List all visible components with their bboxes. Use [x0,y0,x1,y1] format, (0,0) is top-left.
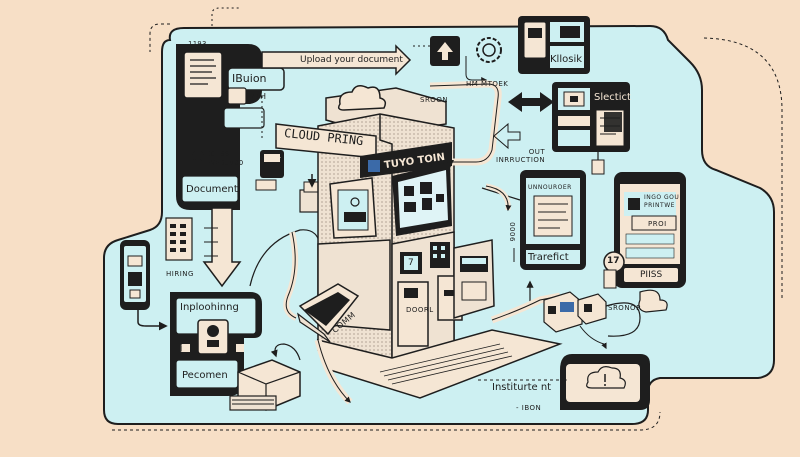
hm-mtoek-label: HM MTOEK [466,80,509,88]
cable-icon [605,302,641,337]
kiosk-number-label: 7 [408,258,415,268]
io-note-label: IO 00 EVEDUVOD [206,150,244,167]
ibon-label: - IBON [516,404,542,412]
upload-banner [261,44,412,76]
dashed-loop-right [703,37,783,300]
phone-button-label: PIISS [640,270,663,280]
slectict-label: Slectict [594,92,631,103]
pecomen-label: Pecomen [182,370,228,381]
gear-icon [476,37,502,63]
sronor-label: SRONOR [608,304,642,312]
check-icon: ☑ [180,344,189,355]
double-arrow [508,92,554,112]
out-instruction-label: OUT INRRUCTION [496,148,546,164]
trarefict-label: Trarefict [528,252,569,263]
devices-cluster [543,291,607,333]
seven-th-label: 7TH [250,92,266,101]
dashed-loop-top [149,23,170,52]
phone-title-label: INGO GOU PRINTWE [644,194,680,209]
number-17-label: 17 [607,256,620,266]
hiring-card [165,217,193,261]
kiosk-mini-badge-label: RRT [266,156,281,164]
ibuion-label: IBuion [232,72,267,85]
side-code-label: 0006 [507,222,516,242]
kiosk-door-label: DOORL [406,306,434,314]
document-icon [183,51,223,99]
ibuion-icon [227,87,247,105]
cloud-icon-small [586,366,626,389]
sroon-label: SROON [420,96,449,104]
top-code-label: 1193 [188,40,207,48]
hiring-label: HIRING [166,270,194,278]
klosik-label: Kllosik [550,54,583,65]
package-icon [229,359,301,411]
unnouro-label: UNNOUROER [528,184,572,191]
arrow-to-package [270,343,301,361]
document-label: Document [186,184,238,195]
arrow-phone-to-panel [137,310,168,331]
dashed-loop-bottom [112,411,661,431]
inplophinning-label: Inploohinng [180,302,239,313]
upload-banner-label: Upload your document [300,55,403,65]
return-arrow [493,122,521,150]
cloud-icon [337,85,387,111]
phone-code-label: PROI [648,220,667,228]
institute-label: Institurte nt [492,382,552,393]
